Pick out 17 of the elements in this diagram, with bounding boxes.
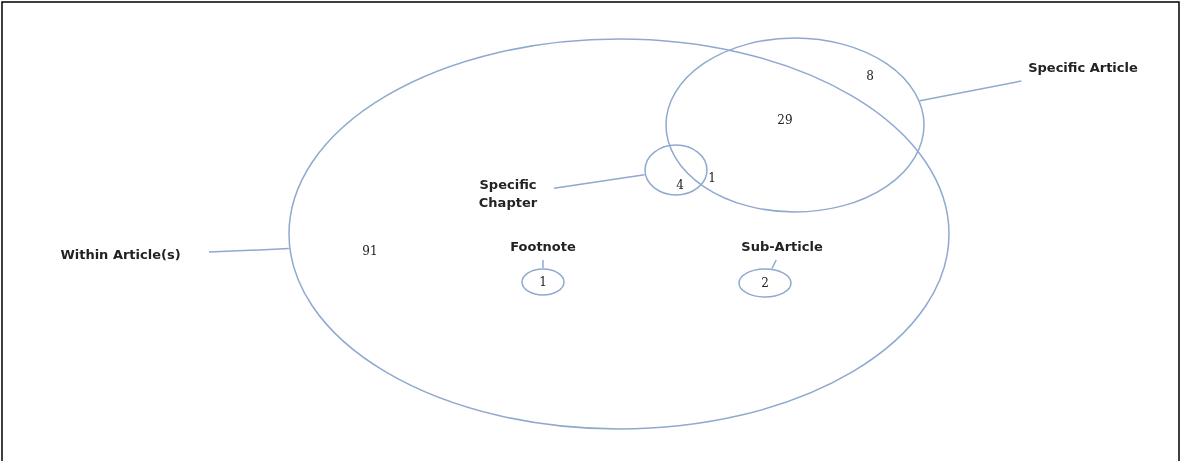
set-label: Within Article(s) [38,246,203,266]
set-label: Specific Chapter [468,176,548,214]
count-number: 8 [866,69,874,83]
set-label: Footnote [505,238,581,258]
count-number: 1 [708,171,716,185]
leader-line [919,80,1023,102]
leader-line [771,259,777,270]
count-number: 4 [676,178,684,192]
count-number: 2 [761,276,769,290]
count-number: 29 [777,113,793,127]
set-label: Sub-Article [730,238,834,258]
leader-line [208,247,290,253]
set-label: Specific Article [993,59,1173,79]
leader-line [553,173,646,189]
count-number: 91 [362,244,378,258]
leader-line [542,259,544,269]
count-number: 1 [539,275,547,289]
